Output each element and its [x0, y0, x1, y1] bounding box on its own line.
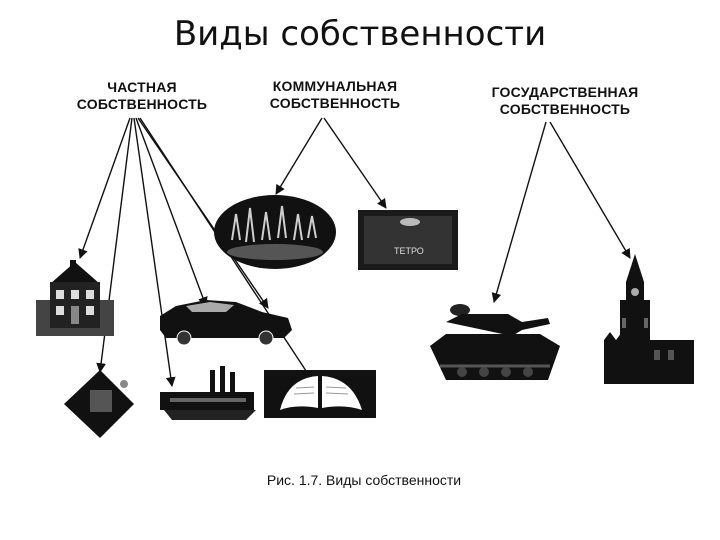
category-state-ownership: ГОСУДАРСТВЕННАЯ СОБСТВЕННОСТЬ — [460, 84, 670, 118]
figure-caption: Рис. 1.7. Виды собственности — [266, 472, 462, 488]
category-private-line2: СОБСТВЕННОСТЬ — [76, 96, 208, 112]
tv-icon: ТЕТРО — [358, 210, 458, 270]
book-icon — [264, 370, 376, 418]
land-plot-icon — [64, 370, 134, 438]
arrow-state-to-kremlin — [549, 121, 631, 259]
slide-title: Виды собственности — [173, 14, 547, 54]
category-private-ownership: ЧАСТНАЯ СОБСТВЕННОСТЬ — [52, 79, 232, 113]
arrow-communal-to-tv — [323, 117, 387, 209]
arrow-state-to-tank — [491, 121, 547, 303]
kremlin-tower-icon — [604, 254, 694, 384]
arrow-communal-to-park — [275, 117, 323, 195]
arrow-private-to-car — [135, 117, 208, 307]
car-icon — [160, 300, 292, 346]
category-state-line2: СОБСТВЕННОСТЬ — [499, 101, 631, 117]
communal-arrows — [275, 117, 387, 209]
house-icon — [36, 260, 114, 336]
factory-icon — [160, 366, 256, 420]
arrow-private-to-house — [78, 117, 131, 259]
category-communal-line2: СОБСТВЕННОСТЬ — [269, 95, 401, 111]
arrow-private-to-factory — [133, 117, 176, 387]
tv-screen-text: ТЕТРО — [394, 246, 424, 256]
category-state-line1: ГОСУДАРСТВЕННАЯ — [491, 84, 639, 100]
park-icon — [214, 195, 336, 269]
category-communal-ownership: КОММУНАЛЬНАЯ СОБСТВЕННОСТЬ — [240, 78, 430, 112]
state-arrows — [491, 121, 631, 303]
tank-icon — [430, 304, 560, 380]
category-private-line1: ЧАСТНАЯ — [107, 79, 177, 95]
category-communal-line1: КОММУНАЛЬНАЯ — [272, 78, 398, 94]
